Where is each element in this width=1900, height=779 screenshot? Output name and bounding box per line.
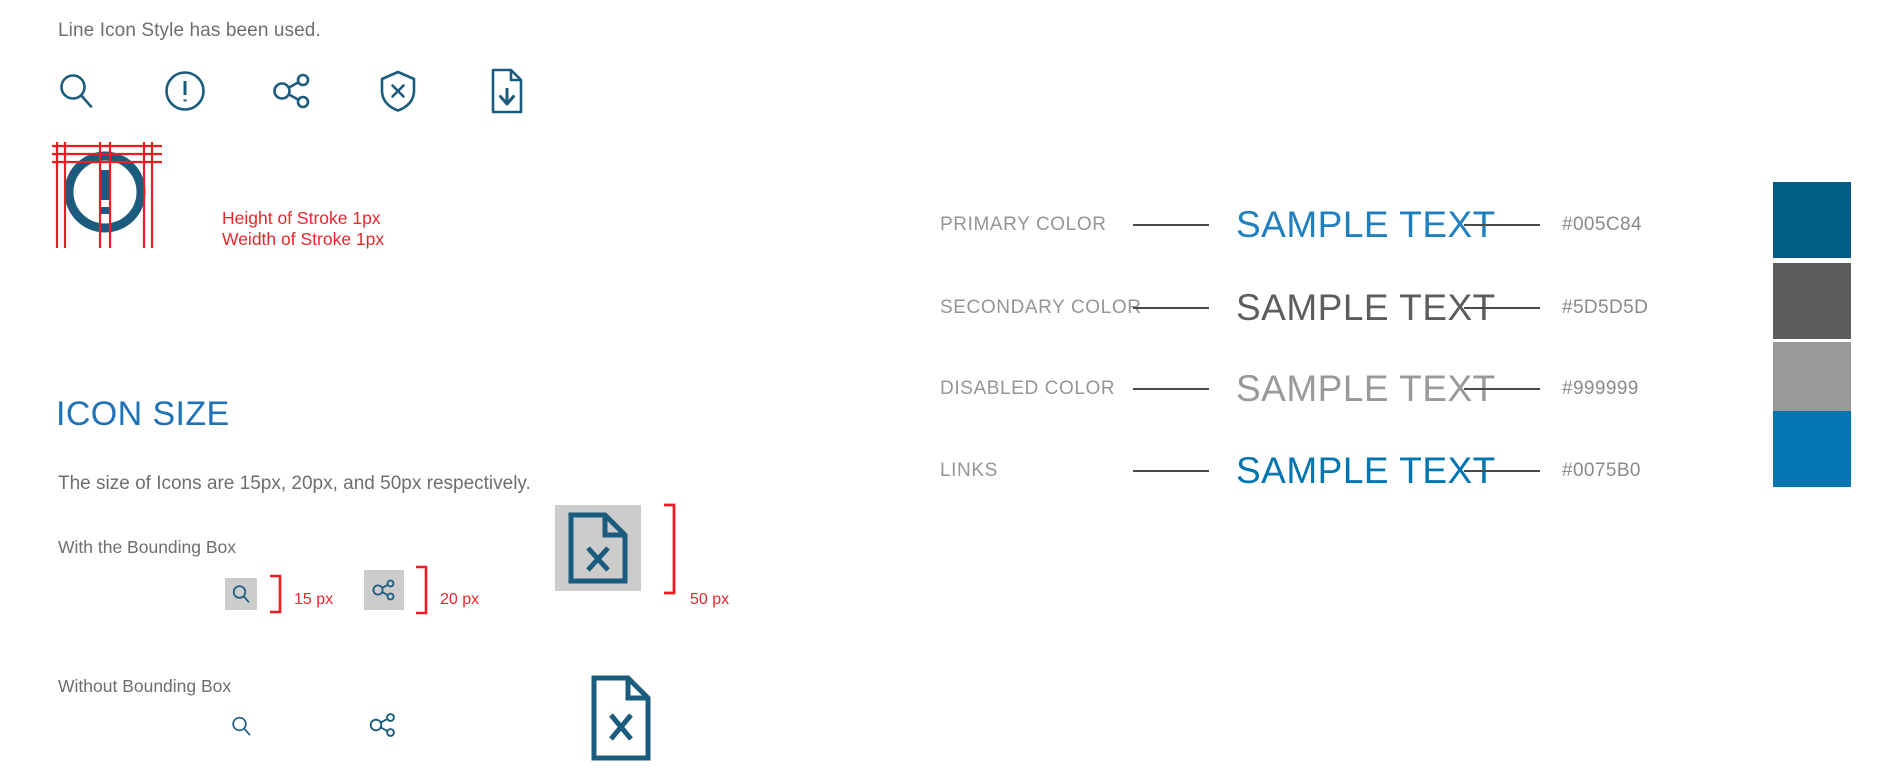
search-icon [56,60,120,122]
alert-circle-icon [164,60,228,122]
rule-right [1464,388,1540,390]
color-hex-code: #0075B0 [1562,460,1641,481]
color-row-name: SECONDARY COLOR [940,297,1142,318]
shield-x-icon [378,60,442,122]
color-hex-code: #005C84 [1562,214,1642,235]
color-hex-code: #999999 [1562,378,1639,399]
icon-size-heading: ICON SIZE [56,395,230,433]
size-label-20: 20 px [440,591,480,608]
size-bracket-15 [268,574,284,614]
color-swatch [1773,342,1851,418]
size-bracket-20 [414,565,430,615]
color-sample-text: SAMPLE TEXT [1236,287,1496,328]
color-row-name: DISABLED COLOR [940,378,1116,399]
color-sample-text: SAMPLE TEXT [1236,450,1496,491]
stroke-annotation: Height of Stroke 1px Weidth of Stroke 1p… [222,208,384,250]
rule-left [1133,388,1209,390]
color-sample-text: SAMPLE TEXT [1236,368,1496,409]
without-bounding-box-label: Without Bounding Box [58,676,232,696]
rule-left [1133,224,1209,226]
color-row-name: LINKS [940,460,998,481]
stroke-construction-diagram [52,132,162,248]
plain-excel-document-icon [588,672,654,764]
sample-box-share-20 [364,570,404,610]
color-row-name: PRIMARY COLOR [940,214,1107,235]
plain-search-icon [228,713,254,739]
sample-box-search-15 [225,578,257,610]
size-label-50: 50 px [690,591,730,608]
color-hex-code: #5D5D5D [1562,297,1649,318]
sample-box-excel-50 [555,505,641,591]
color-swatch [1773,263,1851,339]
rule-right [1464,307,1540,309]
color-swatch [1773,411,1851,487]
color-row-links: LINKS SAMPLE TEXT #0075B0 [940,411,1870,512]
rule-left [1133,470,1209,472]
rule-left [1133,307,1209,309]
share-icon [271,60,335,122]
color-row-primary: PRIMARY COLOR SAMPLE TEXT #005C84 [940,182,1870,266]
color-row-secondary: SECONDARY COLOR SAMPLE TEXT #5D5D5D [940,263,1870,349]
rule-right [1464,224,1540,226]
stroke-width-label: Weidth of Stroke 1px [222,229,385,249]
color-sample-text: SAMPLE TEXT [1236,204,1496,245]
stroke-height-label: Height of Stroke 1px [222,208,381,228]
document-download-icon [488,60,552,122]
color-row-disabled: DISABLED COLOR SAMPLE TEXT #999999 [940,342,1870,430]
color-palette-table: PRIMARY COLOR SAMPLE TEXT #005C84 SECOND… [940,170,1870,570]
size-label-15: 15 px [294,591,334,608]
with-bounding-box-label: With the Bounding Box [58,537,237,557]
line-icon-set [56,60,656,122]
color-swatch [1773,182,1851,258]
icon-size-subtitle: The size of Icons are 15px, 20px, and 50… [58,473,531,494]
plain-share-icon [366,708,400,742]
rule-right [1464,470,1540,472]
intro-note: Line Icon Style has been used. [58,20,321,41]
size-bracket-50 [662,503,678,595]
